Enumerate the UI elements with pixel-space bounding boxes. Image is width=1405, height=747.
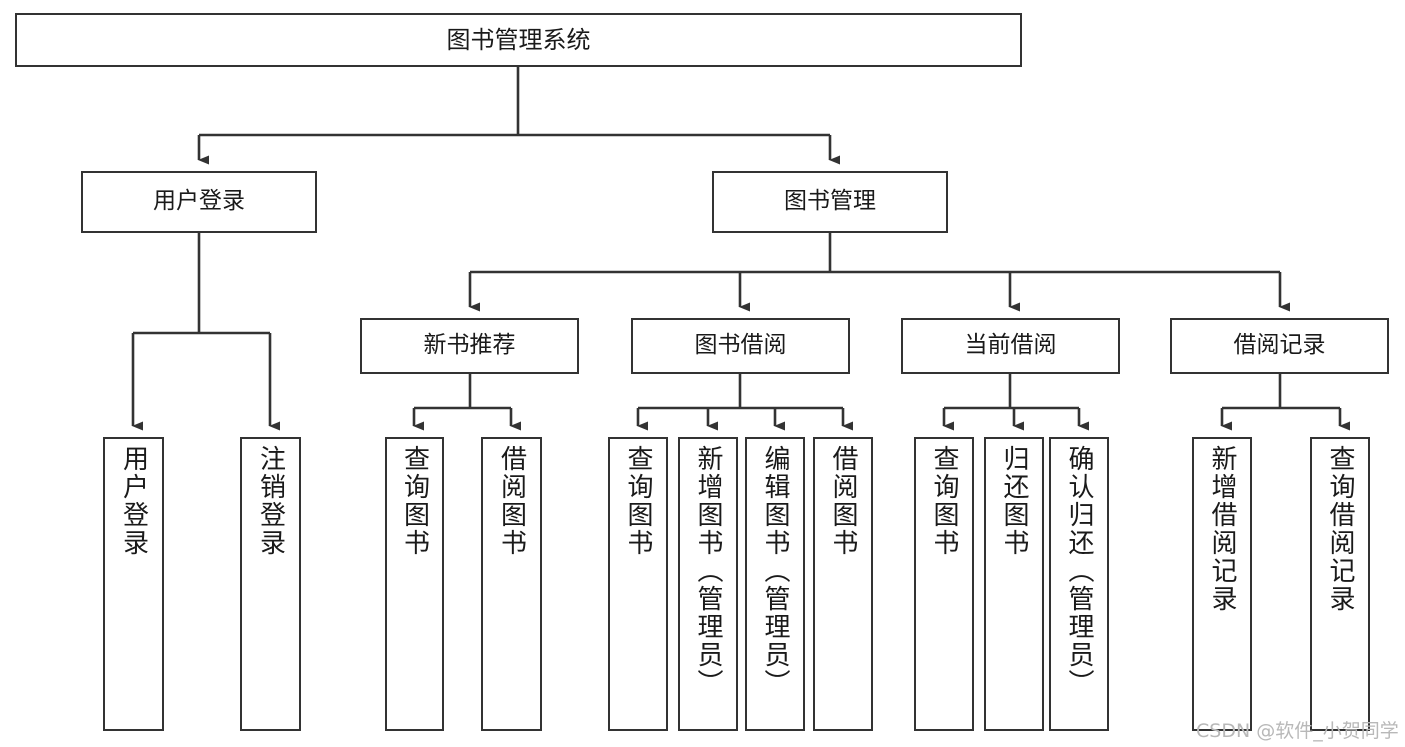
leaf-add-book-admin-label: 新增图书（管理员） [693,445,723,697]
leaf-borrow-query-book[interactable]: 查询图书 [608,437,668,731]
leaf-query-borrow-record[interactable]: 查询借阅记录 [1310,437,1370,731]
leaf-borrow-query-book-label: 查询图书 [623,445,653,557]
leaf-confirm-return-admin-label: 确认归还（管理员） [1064,445,1094,697]
node-book-management[interactable]: 图书管理 [712,171,948,233]
leaf-edit-book-admin-label: 编辑图书（管理员） [760,445,790,697]
leaf-return-book-label: 归还图书 [999,445,1029,557]
leaf-borrow-book[interactable]: 借阅图书 [813,437,873,731]
leaf-newbook-query-book-label: 查询图书 [399,445,430,557]
node-root[interactable]: 图书管理系统 [15,13,1022,67]
leaf-logout-label: 注销登录 [255,445,286,557]
node-root-label: 图书管理系统 [446,25,591,54]
leaf-add-borrow-record[interactable]: 新增借阅记录 [1192,437,1252,731]
node-user-login[interactable]: 用户登录 [81,171,317,233]
leaf-current-query-book[interactable]: 查询图书 [914,437,974,731]
leaf-add-borrow-record-label: 新增借阅记录 [1207,445,1237,613]
node-user-login-label: 用户登录 [153,188,245,215]
leaf-borrow-book-label: 借阅图书 [828,445,858,557]
node-current-borrow-label: 当前借阅 [964,332,1057,359]
node-book-management-label: 图书管理 [784,188,876,215]
node-book-borrow[interactable]: 图书借阅 [631,318,850,374]
leaf-newbook-borrow-book-label: 借阅图书 [496,445,527,557]
node-new-book-recommend[interactable]: 新书推荐 [360,318,579,374]
leaf-current-query-book-label: 查询图书 [929,445,959,557]
csdn-watermark: CSDN @软件_小贺同学 [1196,720,1399,742]
node-book-borrow-label: 图书借阅 [694,332,787,359]
node-borrow-record[interactable]: 借阅记录 [1170,318,1389,374]
leaf-newbook-query-book[interactable]: 查询图书 [385,437,444,731]
node-current-borrow[interactable]: 当前借阅 [901,318,1120,374]
node-borrow-record-label: 借阅记录 [1233,332,1326,359]
leaf-edit-book-admin[interactable]: 编辑图书（管理员） [745,437,805,731]
leaf-add-book-admin[interactable]: 新增图书（管理员） [678,437,738,731]
leaf-newbook-borrow-book[interactable]: 借阅图书 [481,437,542,731]
leaf-return-book[interactable]: 归还图书 [984,437,1044,731]
leaf-logout[interactable]: 注销登录 [240,437,301,731]
leaf-confirm-return-admin[interactable]: 确认归还（管理员） [1049,437,1109,731]
node-new-book-recommend-label: 新书推荐 [423,332,516,359]
leaf-user-login[interactable]: 用户登录 [103,437,164,731]
leaf-query-borrow-record-label: 查询借阅记录 [1325,445,1355,613]
leaf-user-login-label: 用户登录 [118,445,149,557]
